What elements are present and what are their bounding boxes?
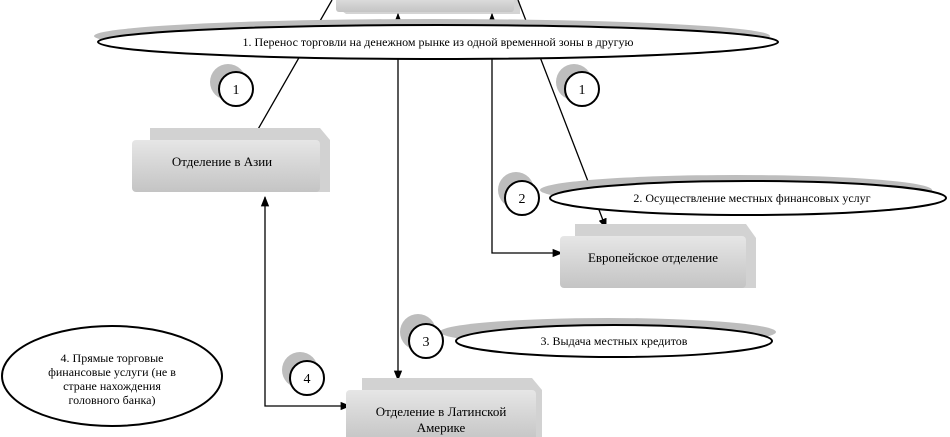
head-office-box — [336, 0, 520, 14]
ellipse-1: 1. Перенос торговли на денежном рынке из… — [94, 19, 779, 60]
marker-2: 2 — [498, 172, 540, 216]
ellipse-3: 3. Выдача местных кредитов — [440, 318, 776, 358]
ellipse-4: 4. Прямые торговые финансовые услуги (не… — [1, 325, 223, 427]
ellipse-4-label-line1: 4. Прямые торговые — [61, 351, 164, 365]
marker-2-label: 2 — [519, 192, 526, 207]
marker-1-right-label: 1 — [579, 83, 586, 98]
europe-branch-box: Европейское отделение — [560, 224, 756, 288]
arrow-head-europe-elbow — [487, 12, 564, 258]
ellipse-3-label: 3. Выдача местных кредитов — [541, 334, 688, 348]
ellipse-2-label: 2. Осуществление местных финансовых услу… — [633, 191, 870, 205]
asia-branch-box: Отделение в Азии — [132, 128, 330, 192]
asia-branch-label: Отделение в Азии — [172, 154, 272, 169]
ellipse-2: 2. Осуществление местных финансовых услу… — [540, 175, 947, 216]
marker-1-left: 1 — [210, 64, 254, 107]
ellipse-4-label-line2: финансовые услуги (не в — [48, 365, 176, 379]
ellipse-1-label: 1. Перенос торговли на денежном рынке из… — [243, 35, 634, 49]
marker-1-right: 1 — [556, 64, 600, 107]
arrow-asia-latam-elbow — [260, 195, 352, 411]
marker-4-label: 4 — [304, 372, 311, 387]
marker-4: 4 — [282, 352, 325, 396]
marker-3: 3 — [400, 314, 444, 359]
marker-1-left-label: 1 — [233, 83, 240, 98]
latam-branch-label-line1: Отделение в Латинской — [376, 404, 507, 419]
marker-3-label: 3 — [423, 335, 430, 350]
ellipse-4-label-line3: стране нахождения — [63, 379, 161, 393]
latam-branch-box: Отделение в Латинской Америке — [346, 378, 542, 437]
latam-branch-label-line2: Америке — [417, 420, 466, 435]
ellipse-4-label-line4: головного банка) — [69, 393, 156, 407]
europe-branch-label: Европейское отделение — [588, 250, 718, 265]
